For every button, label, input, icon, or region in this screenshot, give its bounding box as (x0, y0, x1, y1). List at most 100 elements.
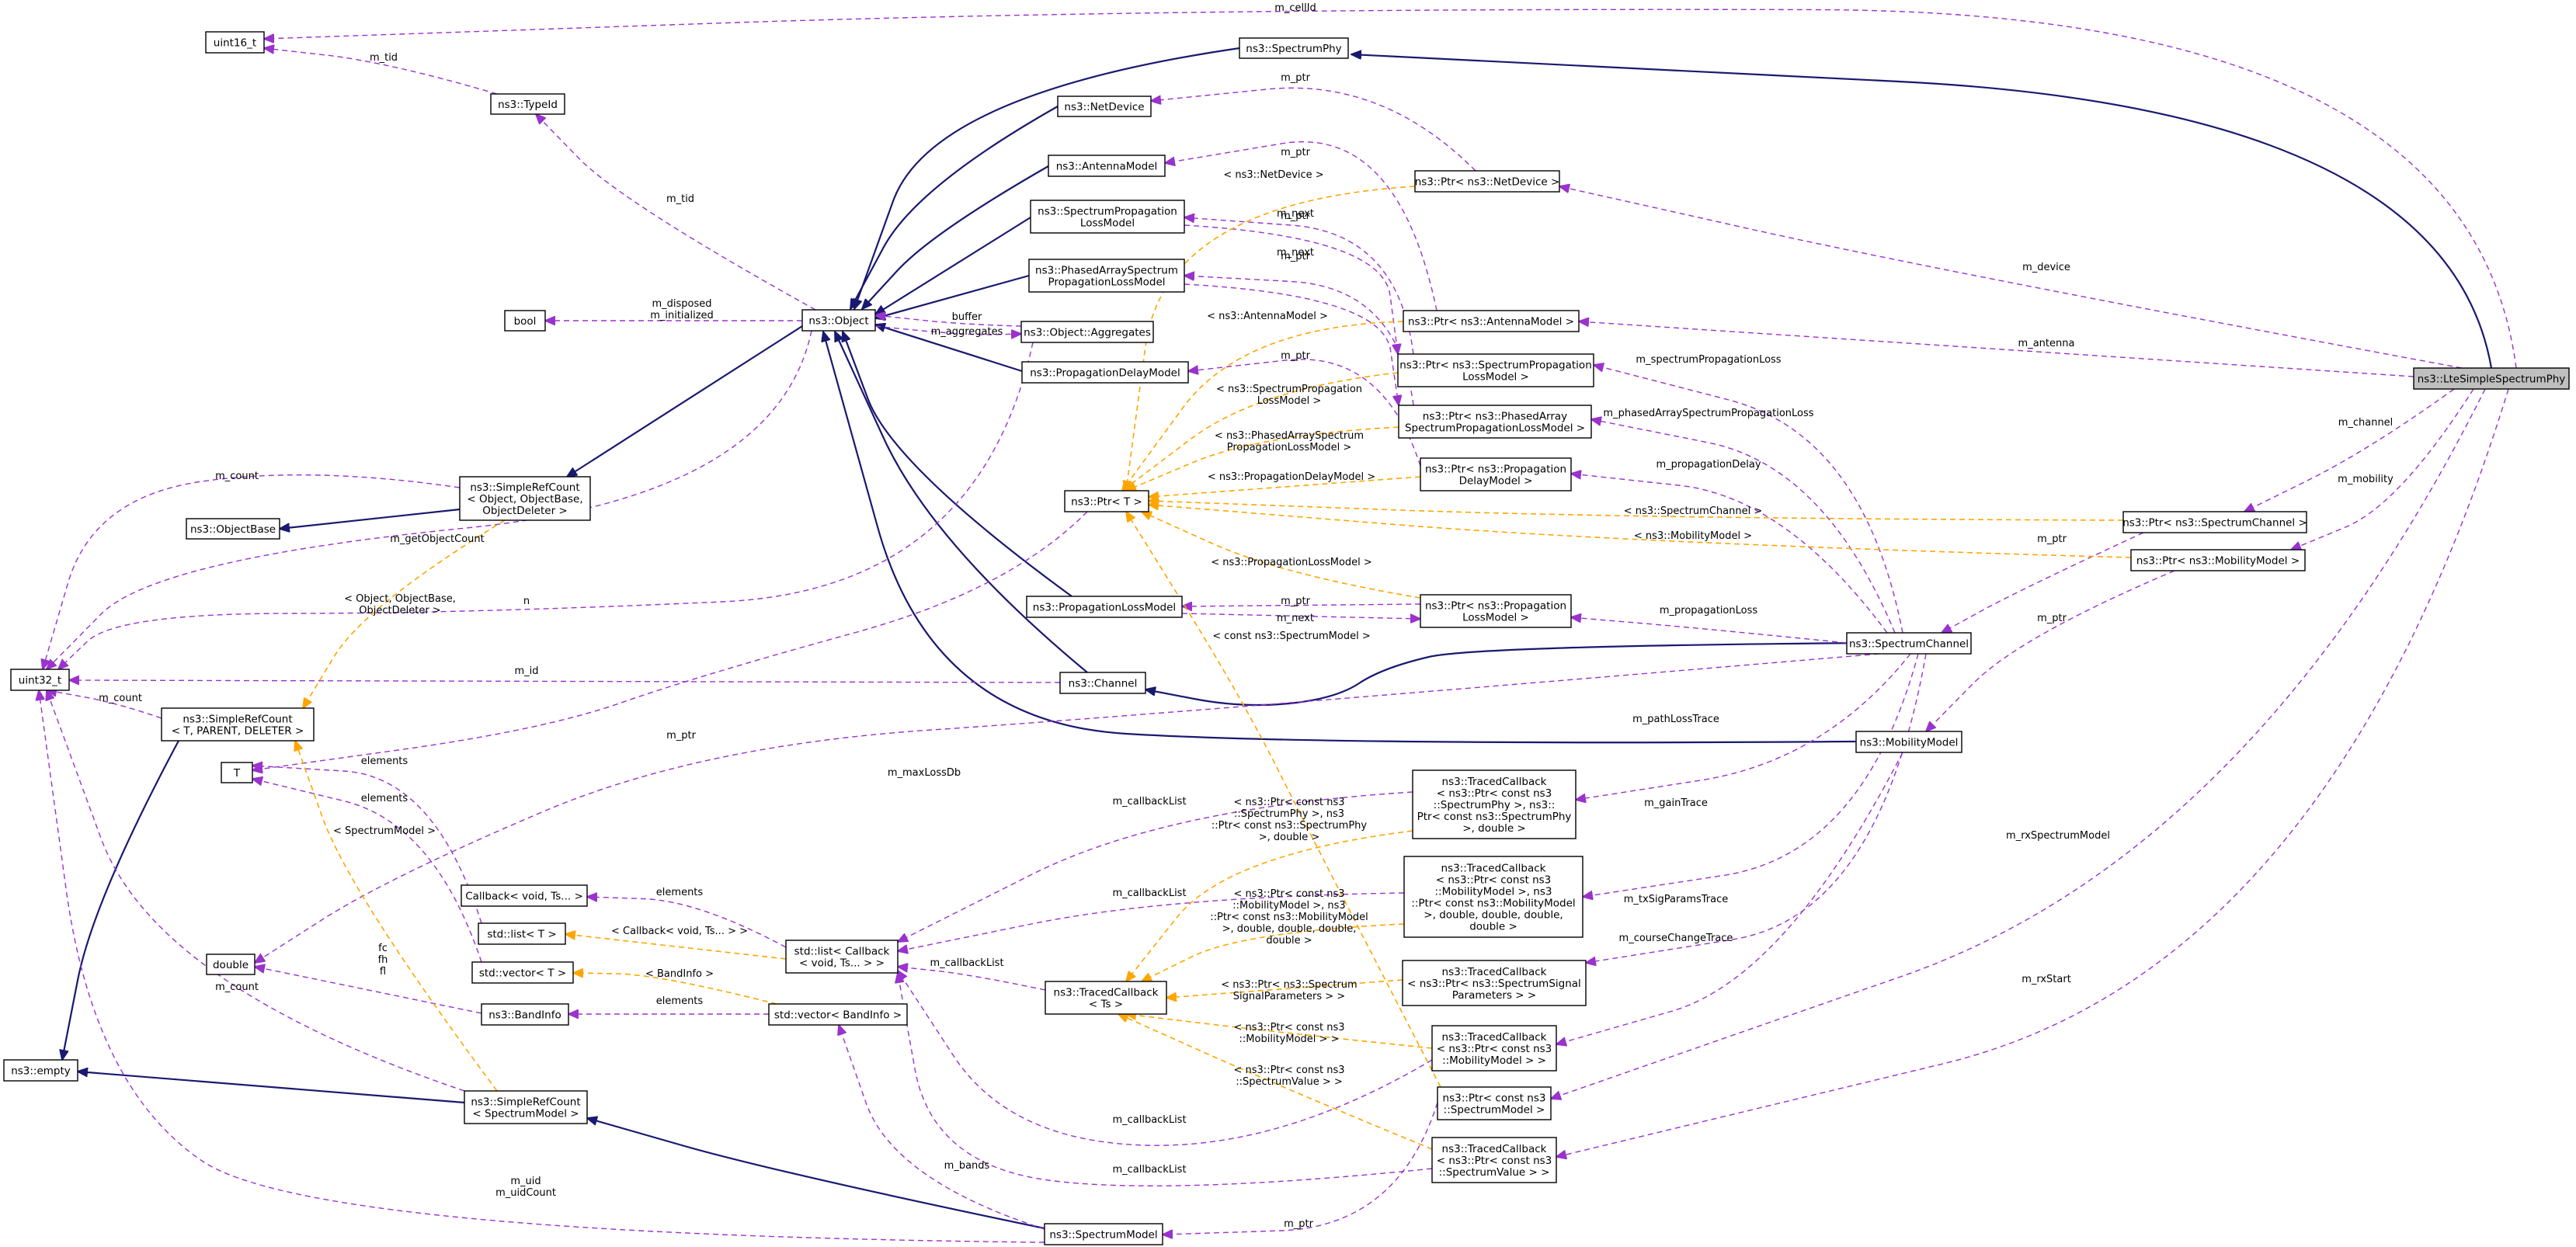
edge-label-line: < Object, ObjectBase, (344, 593, 456, 605)
edge-label-plm-to-ptrPLM: m_next (1277, 613, 1314, 624)
edge-member-specchan-to-ptrSPL (1594, 365, 1903, 634)
edge-member-lte-to-tcSV (1556, 388, 2509, 1157)
class-node-tcPhy[interactable]: ns3::TracedCallback< ns3::Ptr< const ns3… (1412, 769, 1577, 839)
class-node-ptrSpecChan[interactable]: ns3::Ptr< ns3::SpectrumChannel > (2122, 511, 2307, 533)
edge-label-specchan-to-tcPhy: m_pathLossTrace (1632, 714, 1719, 725)
node-label: ns3::LteSimpleSpectrumPhy (2418, 373, 2566, 386)
class-node-typeid[interactable]: ns3::TypeId (490, 93, 565, 115)
class-node-plm[interactable]: ns3::PropagationLossModel (1026, 596, 1183, 618)
node-box (504, 310, 546, 332)
edge-member-spectrummodel-to-uint32 (39, 690, 1045, 1243)
edge-member-ptrAntenna-to-antenna (1165, 141, 1437, 311)
class-node-spl[interactable]: ns3::SpectrumPropagationLossModel (1030, 200, 1185, 234)
node-label: ns3::TypeId (498, 99, 558, 111)
edge-member-srcT-to-uint32 (47, 690, 162, 719)
class-node-aggregates[interactable]: ns3::Object::Aggregates (1020, 321, 1154, 343)
edge-label-line: double > (1266, 935, 1312, 947)
node-box (490, 93, 565, 115)
edge-label-line: m_courseChangeTrace (1619, 933, 1733, 944)
node-label: std::list< T > (487, 929, 556, 941)
class-node-tcSig[interactable]: ns3::TracedCallback< ns3::Ptr< ns3::Spec… (1402, 960, 1587, 1006)
edge-label-line: m_device (2022, 262, 2070, 273)
class-node-tracedcb[interactable]: ns3::TracedCallback< Ts > (1045, 981, 1167, 1015)
class-node-object[interactable]: ns3::Object (801, 309, 876, 332)
class-node-srcT[interactable]: ns3::SimpleRefCount< T, PARENT, DELETER … (161, 707, 315, 742)
edge-template-srcSM-to-srcT (295, 741, 498, 1092)
edge-label-ptrSPL-to-spl: m_ptr (1281, 210, 1311, 222)
node-label: < void, Ts... > > (799, 957, 885, 970)
class-node-srcSM[interactable]: ns3::SimpleRefCount< SpectrumModel > (464, 1090, 588, 1124)
edge-label-srcObject-to-uint32: m_count (215, 471, 259, 482)
node-label: LossModel > (1462, 371, 1529, 384)
edge-template-tcMob1-to-tracedcb (1126, 1014, 1433, 1049)
node-box (2122, 511, 2307, 533)
node-label: ns3::TracedCallback (1441, 863, 1546, 875)
edge-label-srcObject-to-srcT: < Object, ObjectBase,ObjectDeleter > (344, 593, 456, 617)
edge-label-tcSV-to-tracedcb: < ns3::Ptr< const ns3::SpectrumValue > > (1234, 1065, 1345, 1088)
class-node-mobility[interactable]: ns3::MobilityModel (1855, 731, 1962, 753)
edge-label-line: m_rxStart (2022, 974, 2071, 985)
class-node-netdevice[interactable]: ns3::NetDevice (1057, 96, 1152, 117)
edge-member-spl-to-ptrSPL (1184, 224, 1398, 354)
edge-label-lte-to-ptrNetDevice: m_device (2022, 262, 2070, 273)
edge-inherit-spectrummodel-to-srcSM (587, 1118, 1045, 1230)
node-label: ns3::SimpleRefCount (471, 1096, 580, 1109)
edge-label-line: elements (656, 887, 704, 898)
class-node-ptrPDM[interactable]: ns3::Ptr< ns3::PropagationDelayModel > (1420, 457, 1572, 492)
class-node-pdm[interactable]: ns3::PropagationDelayModel (1021, 361, 1189, 384)
class-node-srcObject[interactable]: ns3::SimpleRefCount< Object, ObjectBase,… (459, 476, 591, 521)
class-node-ptrPASPL[interactable]: ns3::Ptr< ns3::PhasedArraySpectrumPropag… (1398, 405, 1592, 439)
edge-member-tcMob1-to-stdlistcb (898, 971, 1433, 1146)
class-node-spectrumphy[interactable]: ns3::SpectrumPhy (1239, 37, 1349, 59)
class-node-ptrAntenna[interactable]: ns3::Ptr< ns3::AntennaModel > (1403, 310, 1580, 332)
class-node-bandinfo[interactable]: ns3::BandInfo (481, 1003, 569, 1026)
class-node-antenna[interactable]: ns3::AntennaModel (1048, 155, 1166, 177)
class-node-uint32[interactable]: uint32_t (10, 669, 70, 691)
edge-label-line: m_count (215, 471, 259, 482)
class-node-stdlistcb[interactable]: std::list< Callback< void, Ts... > > (785, 940, 899, 974)
class-node-ptrPLM[interactable]: ns3::Ptr< ns3::PropagationLossModel > (1420, 594, 1572, 628)
class-node-empty[interactable]: ns3::empty (3, 1059, 78, 1082)
edge-member-srcObject-to-uint32 (43, 474, 461, 669)
class-node-uint16[interactable]: uint16_t (205, 31, 265, 54)
edge-label-line: m_ptr (1281, 72, 1311, 84)
class-node-stdlistT[interactable]: std::list< T > (478, 922, 566, 945)
class-node-paspl[interactable]: ns3::PhasedArraySpectrumPropagationLossM… (1028, 259, 1185, 293)
node-box (1048, 155, 1166, 177)
class-node-channel[interactable]: ns3::Channel (1059, 672, 1146, 694)
class-node-bool[interactable]: bool (504, 310, 546, 332)
edge-label-line: m_next (1277, 613, 1314, 624)
node-label: < T, PARENT, DELETER > (172, 725, 304, 738)
class-node-callback[interactable]: Callback< void, Ts... > (461, 884, 588, 907)
node-label: double (213, 959, 249, 971)
class-node-ptrNetDevice[interactable]: ns3::Ptr< ns3::NetDevice > (1414, 170, 1560, 193)
class-node-objectbase[interactable]: ns3::ObjectBase (186, 518, 280, 540)
edge-label-line: m_ptr (1281, 147, 1311, 158)
edge-template-stdlistcb-to-stdlistT (565, 934, 787, 960)
edge-label-lte-to-uint16: m_cellId (1274, 2, 1316, 14)
edge-member-channel-to-uint32 (69, 680, 1061, 683)
class-node-tcSV[interactable]: ns3::TracedCallback< ns3::Ptr< const ns3… (1431, 1137, 1557, 1183)
edge-member-lte-to-uint16 (264, 9, 2517, 369)
node-label: ::SpectrumValue > > (1439, 1166, 1550, 1179)
class-node-T[interactable]: T (221, 762, 253, 783)
node-box (461, 884, 588, 907)
class-node-ptrT[interactable]: ns3::Ptr< T > (1064, 490, 1149, 512)
class-node-stdvecT[interactable]: std::vector< T > (471, 961, 574, 984)
class-node-tcMob1[interactable]: ns3::TracedCallback< ns3::Ptr< const ns3… (1431, 1025, 1557, 1072)
node-label: ns3::PhasedArraySpectrum (1035, 265, 1178, 277)
class-node-stdvecband[interactable]: std::vector< BandInfo > (768, 1003, 908, 1026)
class-node-lte[interactable]: ns3::LteSimpleSpectrumPhy (2413, 367, 2570, 390)
class-node-double[interactable]: double (206, 953, 256, 975)
class-node-specchan[interactable]: ns3::SpectrumChannel (1846, 632, 1972, 655)
nodes-layer: uint16_tns3::TypeIdboolns3::ObjectBaseui… (3, 31, 2570, 1245)
class-node-ptrMob[interactable]: ns3::Ptr< ns3::MobilityModel > (2130, 549, 2306, 571)
class-node-tcMob[interactable]: ns3::TracedCallback< ns3::Ptr< const ns3… (1403, 856, 1583, 938)
class-node-ptrSPL[interactable]: ns3::Ptr< ns3::SpectrumPropagationLossMo… (1397, 353, 1594, 387)
edge-label-line: m_bands (944, 1160, 990, 1172)
class-node-spectrummodel[interactable]: ns3::SpectrumModel (1044, 1223, 1163, 1245)
class-node-ptrSM[interactable]: ns3::Ptr< const ns3::SpectrumModel > (1437, 1086, 1552, 1120)
edge-label-line: m_spectrumPropagationLoss (1636, 354, 1781, 366)
edge-label-line: LossModel > (1257, 395, 1322, 407)
